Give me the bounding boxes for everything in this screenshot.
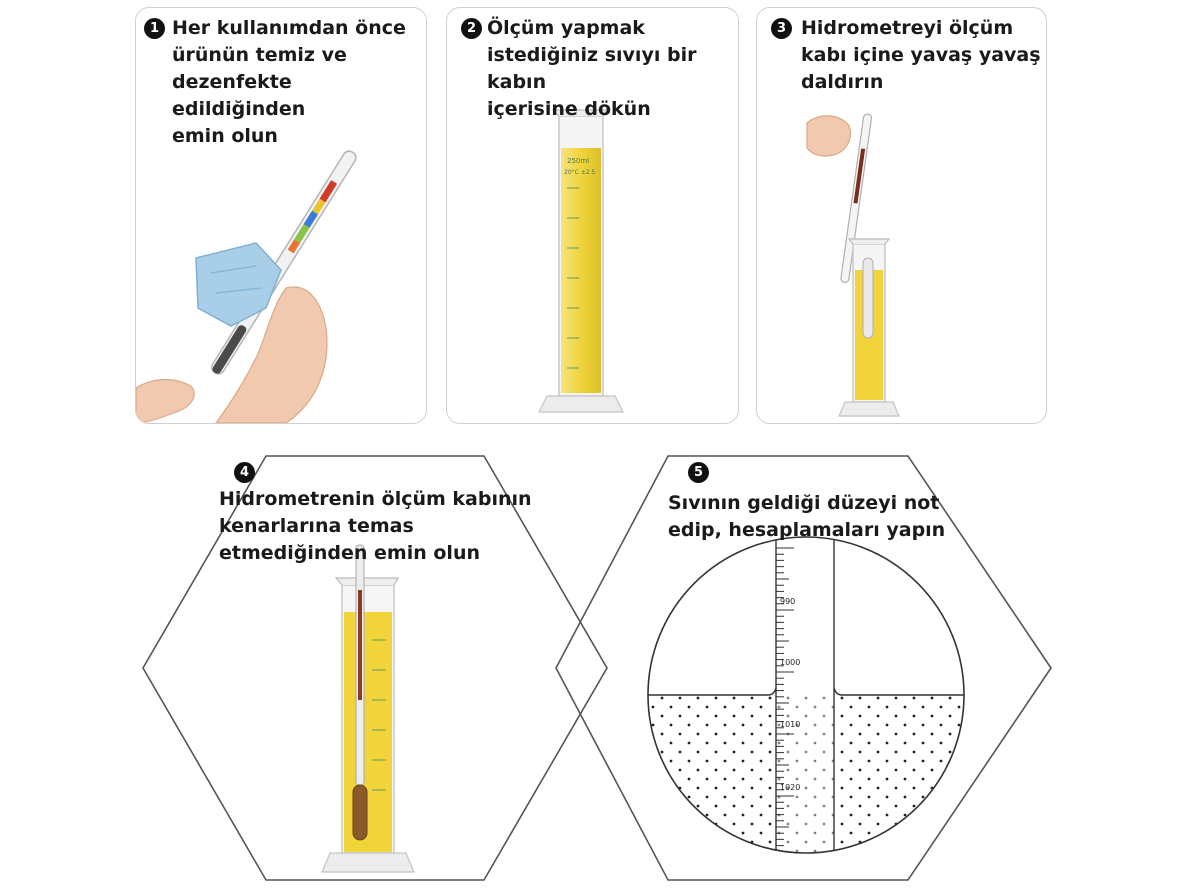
scale-label-1010: 1010 (780, 720, 800, 729)
cylinder-temp-label: 20°C ±2.5 (564, 169, 595, 176)
step-3-text: Hidrometreyi ölçüm kabı içine yavaş yava… (801, 17, 1041, 93)
step-2-badge: 2 (461, 18, 482, 39)
meniscus-magnified-view: 990 1000 1010 1020 (648, 537, 964, 853)
scale-label-990: 990 (780, 597, 795, 606)
cylinder-volume-label: 250ml (567, 157, 589, 165)
step-1-badge: 1 (144, 18, 165, 39)
step-4-badge: 4 (234, 462, 255, 483)
hydrometer-immersion-illustration (806, 113, 900, 417)
step-5-badge: 5 (688, 462, 709, 483)
step-2-text: Ölçüm yapmak istediğiniz sıvıyı bir kabı… (487, 17, 697, 120)
scale-label-1000: 1000 (780, 658, 800, 667)
hydrometer-cleaning-illustration (136, 150, 357, 423)
step-4-hexagon (142, 455, 608, 881)
scale-label-1020: 1020 (780, 783, 800, 792)
step-2-panel: 250ml 20°C ±2.5 2 Ölçüm yapmak istediğin… (446, 7, 739, 424)
hydrometer-in-cylinder-illustration (321, 544, 415, 873)
graduated-cylinder-illustration: 250ml 20°C ±2.5 (538, 109, 624, 413)
step-3-panel: 3 Hidrometreyi ölçüm kabı içine yavaş ya… (756, 7, 1047, 424)
step-5-text: Sıvının geldiği düzeyi not edip, hesapla… (668, 492, 946, 541)
magnifier-circle (647, 536, 965, 854)
step-4-text: Hidrometrenin ölçüm kabının kenarlarına … (219, 488, 532, 564)
step-5-hexagon (555, 455, 1052, 881)
step-3-badge: 3 (771, 18, 792, 39)
step-1-panel: 1 Her kullanımdan önce ürünün temiz ve d… (135, 7, 427, 424)
step-1-text: Her kullanımdan önce ürünün temiz ve dez… (172, 17, 406, 147)
